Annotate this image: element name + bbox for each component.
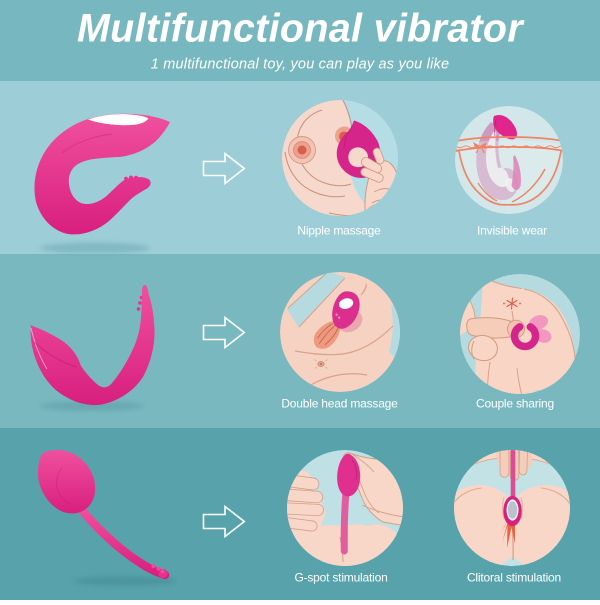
svg-text:1 multifunctional toy, you can: 1 multifunctional toy, you can play as y… — [151, 57, 449, 73]
svg-text:Nipple massage: Nipple massage — [297, 224, 381, 238]
svg-text:Double head massage: Double head massage — [281, 397, 398, 411]
svg-text:G-spot stimulation: G-spot stimulation — [294, 571, 387, 585]
svg-text:Invisible wear: Invisible wear — [477, 224, 547, 238]
svg-text:Clitoral stimulation: Clitoral stimulation — [467, 571, 561, 585]
svg-text:Couple sharing: Couple sharing — [476, 397, 554, 411]
svg-text:Multifunctional vibrator: Multifunctional vibrator — [77, 7, 525, 51]
